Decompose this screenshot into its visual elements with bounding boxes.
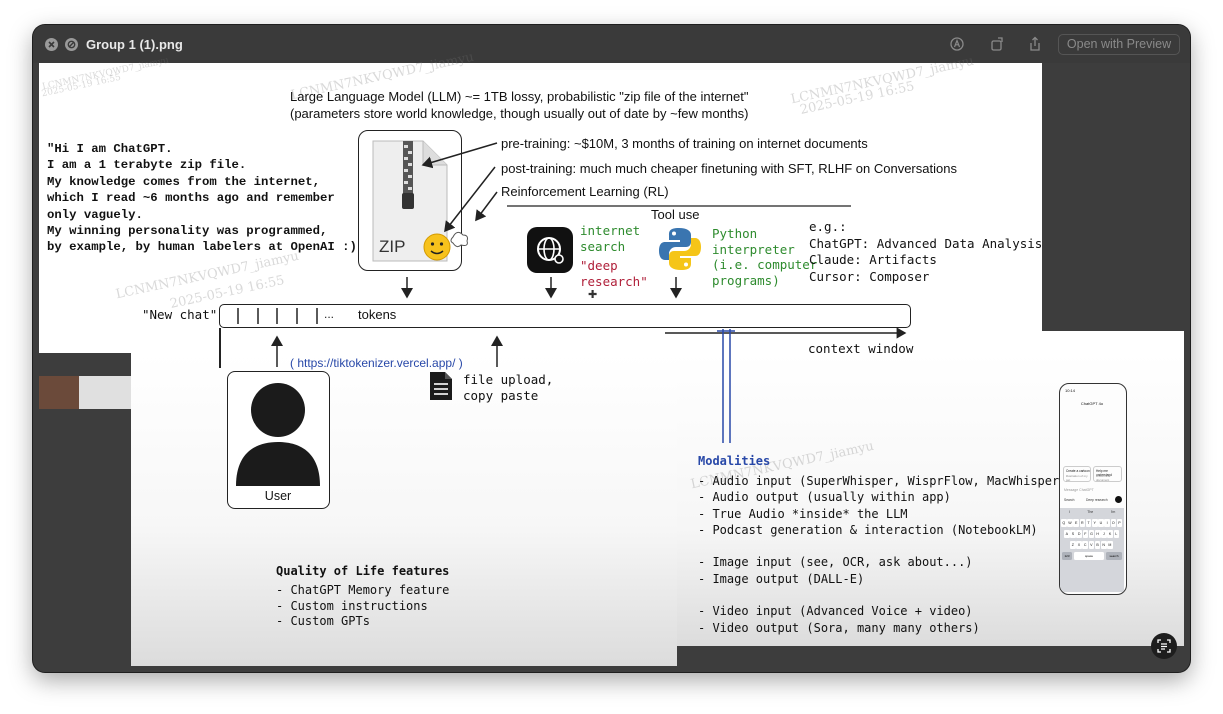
preview-window: Group 1 (1).png Open with Preview LCNMN7…: [33, 25, 1190, 672]
token-ticks: [237, 308, 318, 324]
share-icon[interactable]: [1027, 36, 1043, 52]
lower-arrows: [271, 327, 907, 443]
key-g[interactable]: G: [1088, 530, 1095, 538]
posttraining-text: post-training: much much cheaper finetun…: [501, 161, 957, 176]
live-text-button[interactable]: [1151, 633, 1177, 659]
qol-slide: [131, 353, 677, 666]
key-q[interactable]: Q: [1061, 519, 1067, 527]
key-a[interactable]: A: [1064, 530, 1070, 538]
rotate-icon[interactable]: [989, 36, 1005, 52]
context-window-label: context window: [808, 341, 914, 356]
zip-file-box: ZIP: [358, 130, 468, 271]
key-numbers[interactable]: 123: [1062, 552, 1072, 560]
deep-research-label: "deep research": [580, 258, 648, 289]
file-upload-label: file upload, copy paste: [463, 372, 554, 403]
user-avatar-icon: [236, 383, 320, 486]
token-sequence-bar: ... tokens: [219, 304, 911, 328]
key-f[interactable]: F: [1082, 530, 1089, 538]
presenter-thumbnail: [39, 376, 79, 409]
user-label: User: [264, 489, 292, 503]
phone-time: 10:14: [1065, 388, 1076, 393]
zip-file-icon: [372, 140, 448, 262]
close-icon: [48, 41, 55, 48]
key-space[interactable]: space: [1074, 552, 1104, 560]
key-h[interactable]: H: [1094, 530, 1101, 538]
key-w[interactable]: W: [1067, 519, 1073, 527]
key-j[interactable]: J: [1101, 530, 1107, 538]
key-x[interactable]: X: [1076, 541, 1082, 549]
phone-voice-button[interactable]: [1115, 496, 1122, 503]
tokens-label: tokens: [358, 307, 397, 322]
key-n[interactable]: N: [1100, 541, 1107, 549]
key-r[interactable]: R: [1079, 519, 1086, 527]
key-p[interactable]: P: [1116, 519, 1123, 527]
qol-title: Quality of Life features: [276, 564, 450, 578]
key-z[interactable]: Z: [1070, 541, 1076, 549]
phone-app-title: ChatGPT 4o: [1080, 401, 1104, 406]
key-i[interactable]: I: [1104, 519, 1110, 527]
phone-suggestion-card[interactable]: Help me understand a technical document: [1093, 466, 1122, 482]
tokenizer-link[interactable]: ( https://tiktokenizer.vercel.app/ ): [290, 356, 463, 370]
key-t[interactable]: T: [1085, 519, 1092, 527]
live-text-icon: [1157, 639, 1171, 653]
key-o[interactable]: O: [1110, 519, 1117, 527]
key-e[interactable]: E: [1073, 519, 1079, 527]
key-m[interactable]: M: [1107, 541, 1113, 549]
key-y[interactable]: Y: [1091, 519, 1098, 527]
phone-chip-research[interactable]: Deep research: [1086, 498, 1108, 502]
python-interpreter-label: Python interpreter (i.e. computer progra…: [712, 226, 818, 288]
key-l[interactable]: L: [1113, 530, 1120, 538]
phone-message-input[interactable]: Message ChatGPT: [1064, 488, 1094, 492]
disabled-icon: [67, 40, 76, 49]
key-search[interactable]: search: [1106, 552, 1122, 560]
internet-search-label: internet search: [580, 223, 641, 254]
pretraining-text: pre-training: ~$10M, 3 months of trainin…: [501, 136, 868, 151]
minimize-button[interactable]: [65, 38, 78, 51]
slide-title: Large Language Model (LLM) ~= 1TB lossy,…: [290, 89, 749, 104]
python-logo-icon: [659, 228, 701, 270]
new-chat-label: "New chat": [142, 307, 218, 322]
key-k[interactable]: K: [1107, 530, 1113, 538]
qol-list: - ChatGPT Memory feature - Custom instru…: [276, 583, 450, 629]
examples-list: e.g.: ChatGPT: Advanced Data Analysis Cl…: [809, 219, 1043, 284]
modalities-list: - Audio input (SuperWhisper, WisprFlow, …: [698, 474, 1110, 635]
diagram-arrows: [401, 142, 851, 299]
key-u[interactable]: U: [1098, 519, 1104, 527]
phone-suggestion-card[interactable]: Create a cartoon illustration of my pet: [1063, 466, 1091, 482]
document-icon: [430, 372, 452, 400]
smiley-icon: [423, 231, 468, 261]
phone-chip-search[interactable]: Search: [1064, 498, 1075, 502]
key-s[interactable]: S: [1070, 530, 1076, 538]
open-with-preview-button[interactable]: Open with Preview: [1058, 34, 1180, 55]
key-b[interactable]: B: [1094, 541, 1101, 549]
title-bar: Group 1 (1).png Open with Preview: [33, 25, 1190, 63]
user-box: User: [227, 371, 330, 509]
internet-search-app: [527, 227, 573, 273]
phone-mockup: 10:14 ChatGPT 4o Create a cartoon illust…: [1059, 383, 1127, 595]
chatgpt-quote: "Hi I am ChatGPT. I am a 1 terabyte zip …: [47, 142, 365, 255]
rl-text: Reinforcement Learning (RL): [501, 184, 669, 199]
globe-icon: [537, 237, 564, 264]
key-c[interactable]: C: [1082, 541, 1088, 549]
modalities-title: Modalities: [698, 454, 771, 468]
webcam-strip: [39, 376, 131, 409]
key-d[interactable]: D: [1076, 530, 1082, 538]
cursor-crosshair-icon: ✚: [588, 289, 598, 301]
window-title: Group 1 (1).png: [86, 37, 183, 52]
tokens-ellipsis: ...: [324, 307, 335, 321]
close-button[interactable]: [45, 38, 58, 51]
image-canvas: LCNMN7NKVQWD7_jiamyu LCNMN7NKVQWD7_jiamy…: [39, 50, 1184, 672]
key-v[interactable]: V: [1088, 541, 1095, 549]
markup-icon[interactable]: [949, 36, 965, 52]
zip-label: ZIP: [379, 237, 406, 256]
slide-subtitle: (parameters store world knowledge, thoug…: [290, 106, 749, 121]
tool-use-label: Tool use: [651, 207, 700, 222]
